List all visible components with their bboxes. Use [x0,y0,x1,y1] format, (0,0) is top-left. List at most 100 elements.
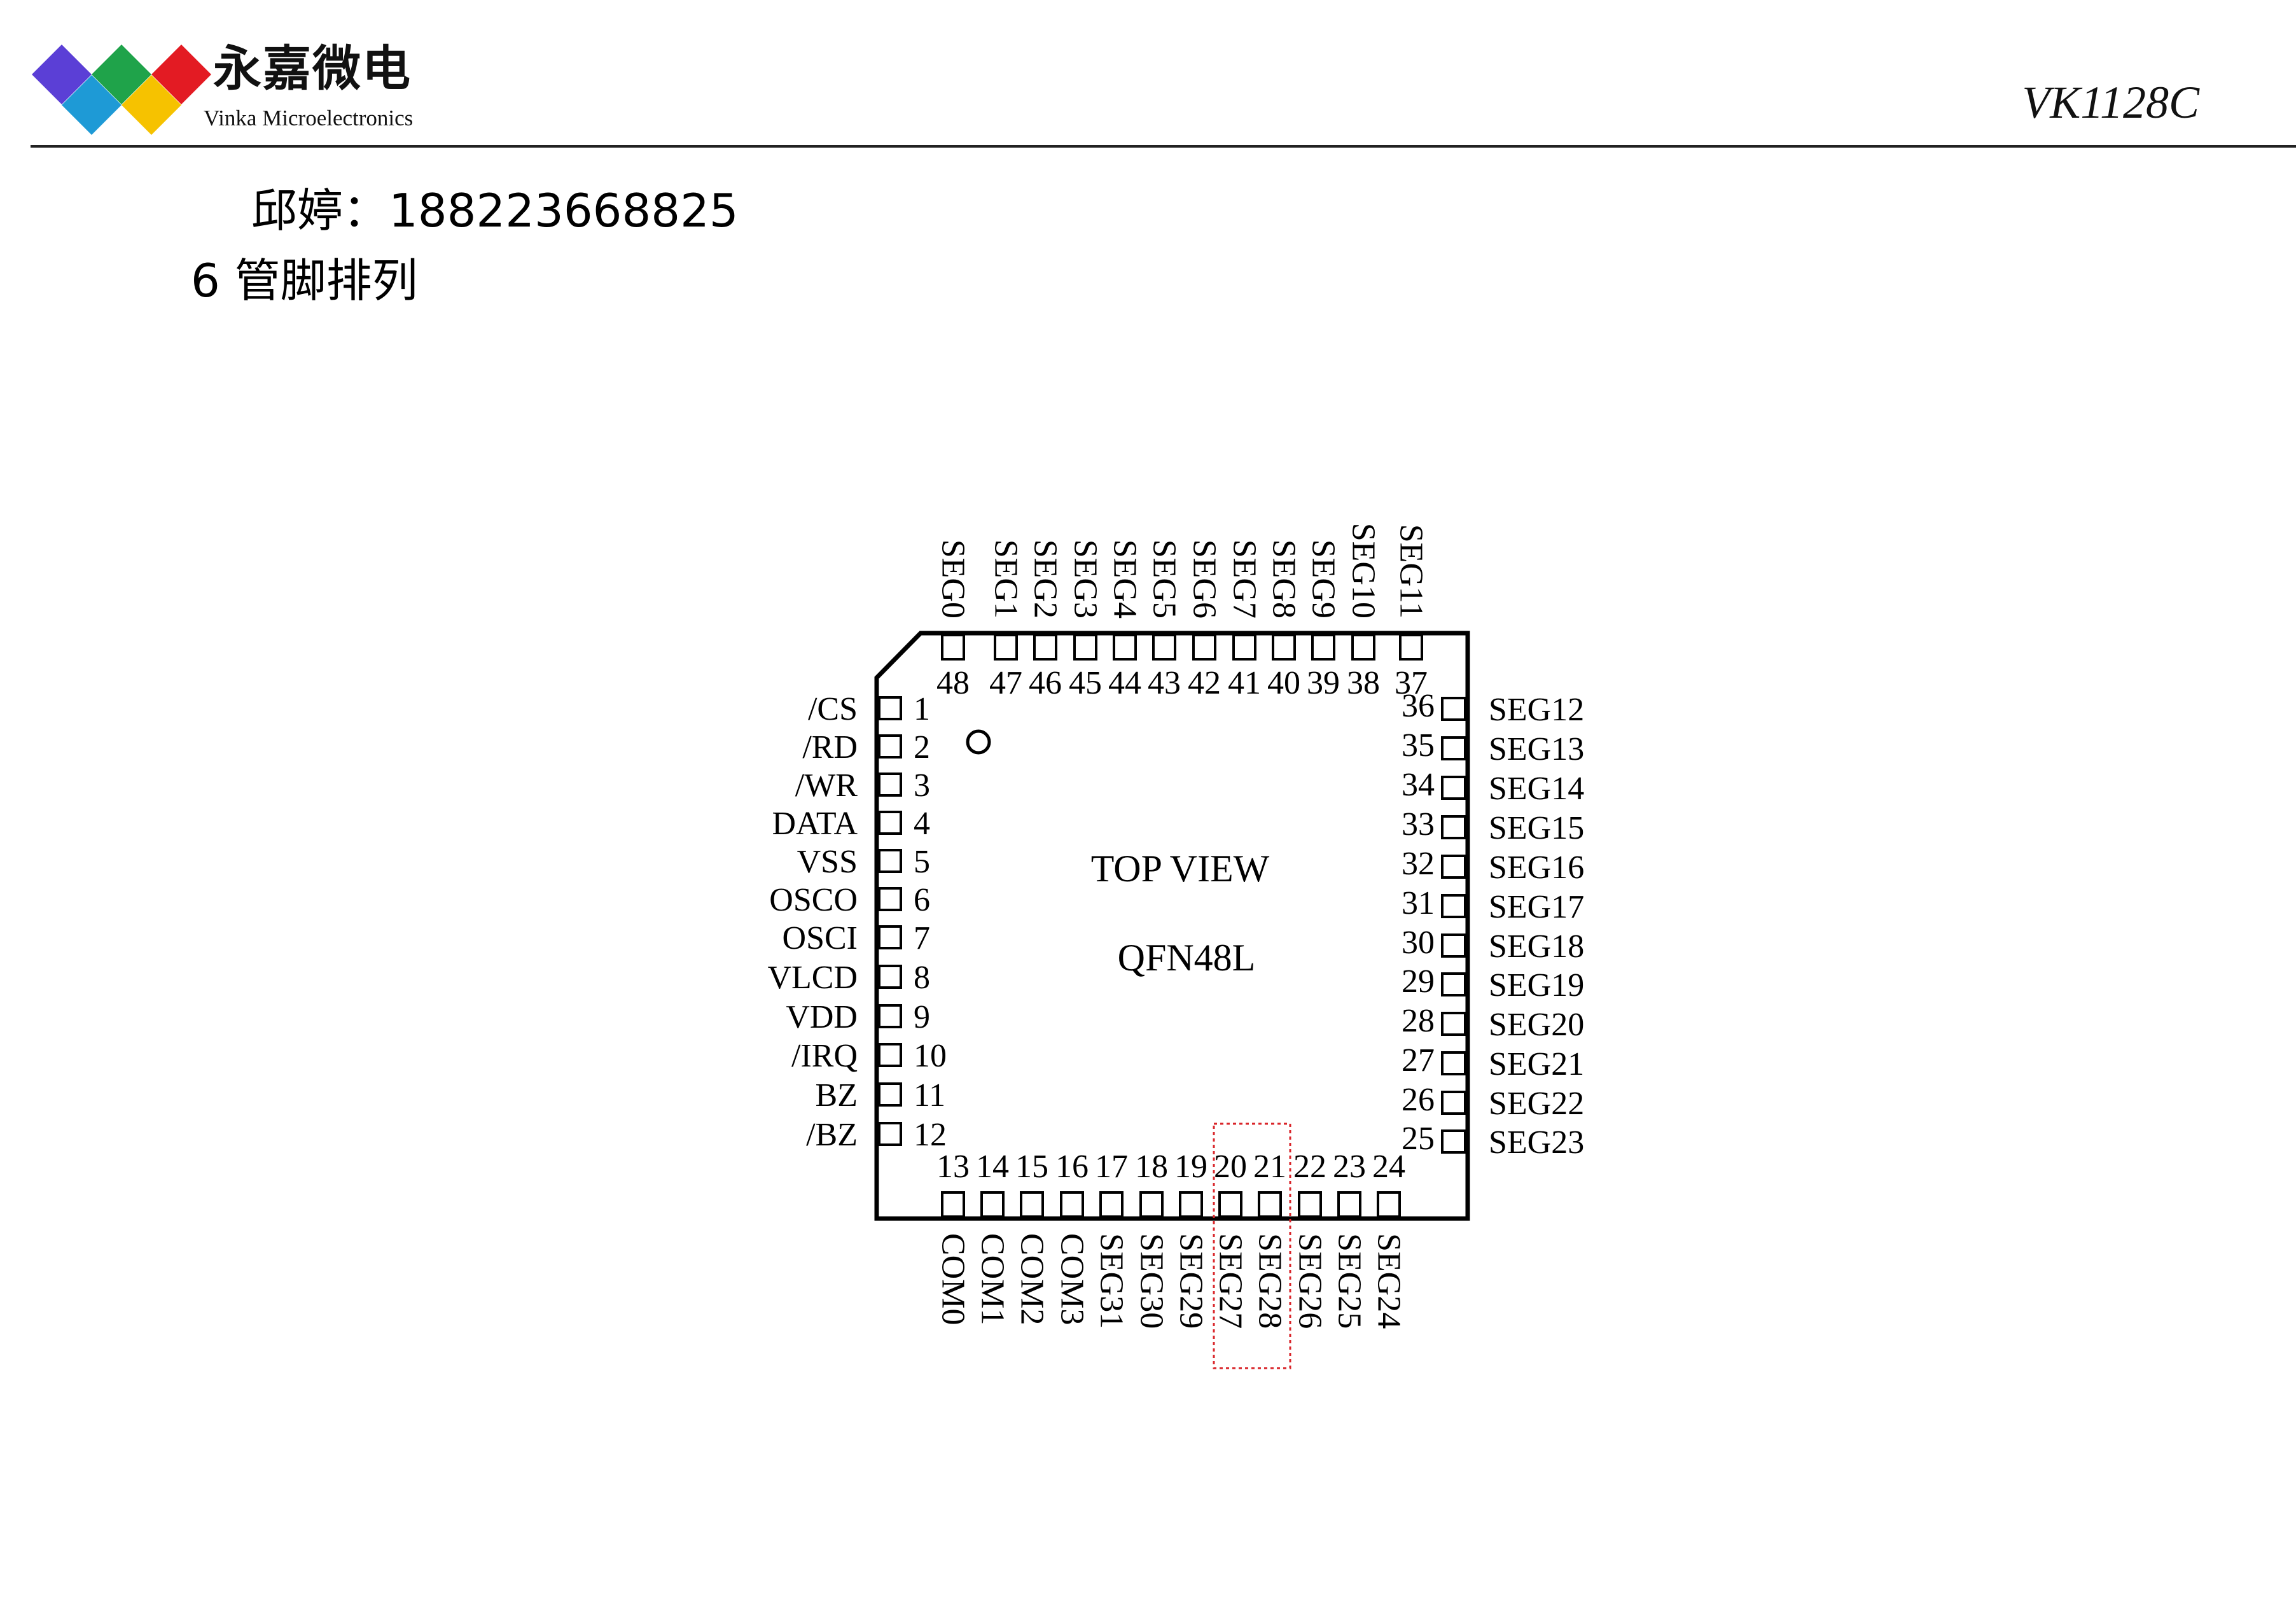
pin-name-6: OSCO [769,882,858,918]
pin-pad-44 [1113,634,1137,661]
pin-pad-42 [1192,634,1216,661]
pin-number-22: 22 [1293,1149,1326,1185]
pin-pad-35 [1441,736,1466,760]
pin-name-40: SEG8 [1266,540,1302,619]
pin-number-13: 13 [936,1149,970,1185]
pin-pad-15 [1020,1191,1044,1218]
pin-pad-4 [878,811,902,835]
pin-pad-14 [980,1191,1005,1218]
pin-pad-26 [1441,1091,1466,1115]
pin-name-30: SEG18 [1489,928,1584,965]
pin-number-48: 48 [936,665,970,701]
pin-pad-40 [1272,634,1296,661]
pin-pad-17 [1099,1191,1124,1218]
pin-number-28: 28 [1402,1003,1435,1039]
pin-number-43: 43 [1148,665,1181,701]
pin-name-1: /CS [808,691,858,727]
pin-pad-8 [878,965,902,989]
pin-number-3: 3 [914,767,930,804]
top-view-label: TOP VIEW [1091,848,1270,890]
pin-name-44: SEG4 [1107,540,1143,619]
pin-name-47: SEG1 [988,540,1024,619]
pin-pad-32 [1441,855,1466,879]
pin-pad-46 [1033,634,1057,661]
logo-diamond-purple [32,45,92,104]
pin-pad-45 [1073,634,1097,661]
pin-name-33: SEG15 [1489,810,1584,846]
pin-number-37: 37 [1395,665,1428,701]
pin-pad-9 [878,1004,902,1028]
pin-number-25: 25 [1402,1121,1435,1157]
pin-number-24: 24 [1372,1149,1405,1185]
pin-number-32: 32 [1402,846,1435,882]
pin-number-30: 30 [1402,925,1435,961]
pin-name-45: SEG3 [1068,540,1104,619]
pin-name-41: SEG7 [1227,540,1263,619]
pin-name-38: SEG10 [1346,523,1382,619]
logo-diamond-blue [62,75,122,135]
pin-number-11: 11 [914,1077,945,1114]
pin-number-1: 1 [914,691,930,727]
pin-pad-12 [878,1122,902,1146]
pin-number-12: 12 [914,1117,947,1153]
pin-pad-31 [1441,894,1466,918]
pin-number-29: 29 [1402,963,1435,1000]
pin-name-28: SEG20 [1489,1007,1584,1043]
pin-number-8: 8 [914,960,930,996]
pin-number-44: 44 [1108,665,1141,701]
pin-number-6: 6 [914,882,930,918]
pin-pad-21 [1258,1191,1282,1218]
pin-number-34: 34 [1402,767,1435,803]
pin-pad-24 [1377,1191,1401,1218]
pin-name-18: SEG30 [1134,1233,1170,1329]
package-label: QFN48L [1118,937,1256,979]
pin-pad-2 [878,734,902,759]
pin-pad-37 [1399,634,1423,661]
pin-pad-19 [1179,1191,1203,1218]
pin-name-2: /RD [802,729,858,766]
logo-diamond-green [92,45,151,104]
pin-name-17: SEG31 [1094,1233,1130,1329]
pin-pad-34 [1441,776,1466,800]
pin-number-41: 41 [1228,665,1261,701]
pin-pad-41 [1232,634,1256,661]
pin-number-26: 26 [1402,1082,1435,1118]
pins-layer: 1/CS2/RD3/WR4DATA5VSS6OSCO7OSCI8VLCD9VDD… [767,523,1584,1329]
pin-pad-33 [1441,815,1466,839]
pin-name-9: VDD [786,999,858,1035]
pin-name-34: SEG14 [1489,771,1584,807]
pin-name-7: OSCI [783,920,858,956]
pin-name-35: SEG13 [1489,731,1584,767]
pin-name-11: BZ [816,1077,858,1114]
pin-pad-29 [1441,972,1466,996]
pin-pad-16 [1060,1191,1084,1218]
logo-diamond-red [151,45,211,104]
pin-number-33: 33 [1402,806,1435,842]
pin-pad-6 [878,887,902,911]
pin-number-15: 15 [1015,1149,1048,1185]
pin-number-2: 2 [914,729,930,766]
pin-number-18: 18 [1135,1149,1168,1185]
pin-number-14: 14 [976,1149,1009,1185]
pin-pad-36 [1441,697,1466,721]
pin-name-43: SEG5 [1146,540,1183,619]
pin-pad-39 [1311,634,1335,661]
pin-name-8: VLCD [767,960,858,996]
pin-pad-1 [878,696,902,720]
pin-pad-38 [1351,634,1375,661]
pin-name-32: SEG16 [1489,849,1584,886]
pin-name-16: COM3 [1054,1233,1090,1325]
header-divider [31,145,2296,148]
vinka-logo-icon [32,45,211,135]
logo-diamond-yellow [122,75,181,135]
pin-name-25: SEG23 [1489,1124,1584,1161]
pin-name-39: SEG9 [1305,540,1342,619]
pin-name-23: SEG25 [1332,1233,1368,1329]
pin-pad-28 [1441,1012,1466,1036]
pin-number-20: 20 [1214,1149,1247,1185]
pin-number-16: 16 [1055,1149,1089,1185]
pin-number-38: 38 [1347,665,1380,701]
section-title: 6 管脚排列 [191,254,418,307]
part-number: VK1128C [2022,77,2199,128]
pin-name-36: SEG12 [1489,692,1584,728]
